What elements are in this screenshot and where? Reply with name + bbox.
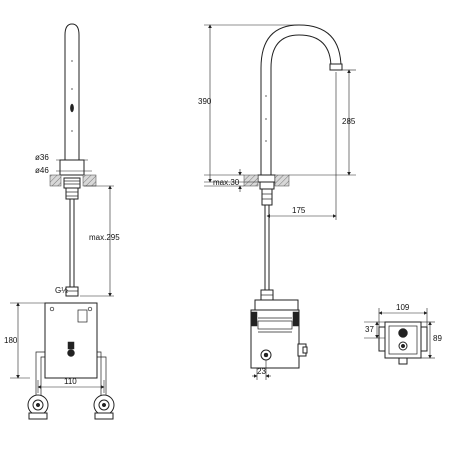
dim-390-label: 390 xyxy=(198,97,212,106)
dim-37: 37 xyxy=(364,321,385,339)
dim-d46-label: ø46 xyxy=(35,166,49,175)
front-control-box xyxy=(44,302,98,379)
dim-max295: max.295 xyxy=(80,185,120,297)
side-view: 390 285 max.30 175 23 xyxy=(198,24,356,380)
side-deck-right xyxy=(274,174,290,187)
dim-max30: max.30 xyxy=(204,169,244,192)
side-base-flange xyxy=(257,174,276,183)
dim-109-label: 109 xyxy=(396,303,410,312)
side-shank xyxy=(259,181,275,206)
front-deck-left xyxy=(49,174,62,187)
dim-175: 175 xyxy=(266,72,337,220)
top-control-box xyxy=(378,321,428,365)
dim-110: 110 xyxy=(37,377,105,393)
side-hose xyxy=(264,204,270,291)
dim-180-label: 180 xyxy=(4,336,18,345)
dim-d36-label: ø36 xyxy=(35,153,49,162)
side-spout-body xyxy=(260,24,343,176)
top-view: 109 37 89 xyxy=(364,303,442,365)
dim-23-label: 23 xyxy=(257,367,266,376)
dim-37-label: 37 xyxy=(365,325,374,334)
dim-max295-label: max.295 xyxy=(89,233,120,242)
front-hose xyxy=(69,198,75,288)
dim-175-label: 175 xyxy=(292,206,306,215)
side-deck-left xyxy=(243,174,259,187)
dim-23: 23 xyxy=(252,360,271,380)
dim-285-label: 285 xyxy=(342,117,356,126)
side-control-box xyxy=(250,299,308,369)
dim-390: 390 xyxy=(198,24,299,183)
front-supply-pipes xyxy=(35,351,107,398)
dim-285: 285 xyxy=(289,69,356,176)
dim-89-label: 89 xyxy=(433,334,442,343)
front-base-flange xyxy=(59,159,85,176)
front-deck-right xyxy=(82,174,97,187)
dim-g12-label: G½ xyxy=(55,286,68,295)
dim-109: 109 xyxy=(378,303,428,327)
front-spout-body xyxy=(64,23,80,161)
front-shank xyxy=(63,177,81,200)
dim-180: 180 xyxy=(4,302,45,379)
front-view: ø36 ø46 max.295 G½ 180 110 xyxy=(4,23,120,420)
dim-110-label: 110 xyxy=(64,377,77,386)
dim-89: 89 xyxy=(421,321,442,359)
front-connector xyxy=(65,286,79,297)
dim-max30-label: max.30 xyxy=(213,178,240,187)
front-left-valve xyxy=(27,394,49,420)
front-right-valve xyxy=(93,394,115,420)
